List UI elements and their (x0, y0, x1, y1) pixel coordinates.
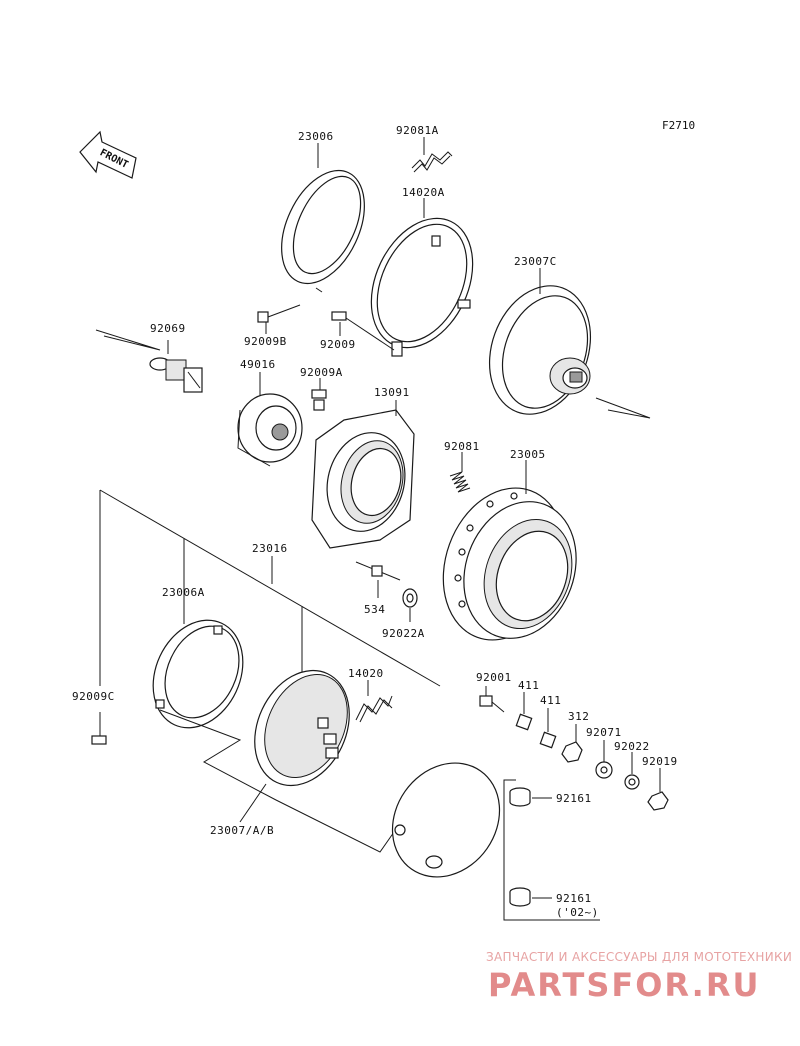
pin-534 (355, 561, 401, 581)
label-23007c: 23007C (514, 255, 557, 268)
mounting-ring-14020a (370, 217, 474, 357)
label-92001: 92001 (476, 671, 512, 684)
nut-312 (561, 741, 583, 763)
watermark-tagline: ЗАПЧАСТИ И АКСЕССУАРЫ ДЛЯ МОТОТЕХНИКИ (486, 950, 793, 964)
cap-92161-b (509, 887, 531, 907)
bolt-92001 (479, 695, 505, 713)
rim-23006a (152, 619, 244, 729)
assembly-line-lower (159, 709, 395, 853)
screw-92009 (331, 311, 395, 351)
holder-13091 (311, 409, 415, 549)
headlight-shell-23007c (488, 285, 592, 415)
clip-92081a (411, 151, 453, 173)
label-92071: 92071 (586, 726, 622, 739)
label-14020: 14020 (348, 667, 384, 680)
clip-14020 (355, 695, 393, 723)
washer-92071 (595, 761, 613, 779)
label-534: 534 (364, 603, 385, 616)
label-312: 312 (568, 710, 589, 723)
label-23006: 23006 (298, 130, 334, 143)
washer-92022a (402, 588, 418, 608)
label-92009c: 92009C (72, 690, 115, 703)
label-92022: 92022 (614, 740, 650, 753)
label-411-a: 411 (518, 679, 539, 692)
nut-411-a (515, 713, 533, 731)
label-92009b: 92009B (244, 335, 287, 348)
label-92081a: 92081A (396, 124, 439, 137)
label-92022a: 92022A (382, 627, 425, 640)
spring-92081 (449, 471, 471, 493)
assembly-line-top (99, 489, 441, 687)
rim-23006 (281, 169, 365, 293)
screw-92009a (311, 389, 327, 411)
label-411-b: 411 (540, 694, 561, 707)
label-92081: 92081 (444, 440, 480, 453)
label-13091: 13091 (374, 386, 410, 399)
label-92009a: 92009A (300, 366, 343, 379)
label-92069: 92069 (150, 322, 186, 335)
figure-code: F2710 (662, 119, 695, 132)
nut-411-b (539, 731, 557, 749)
bracket-92161 (503, 779, 600, 921)
cover-shell-lower (391, 762, 501, 878)
front-direction-arrow: FRONT (79, 130, 137, 179)
headlight-shell-23007-ab (254, 669, 350, 787)
label-92161-b: 92161 (556, 892, 592, 905)
screw-92009c (91, 735, 107, 745)
screw-92009b (257, 304, 301, 323)
lens-unit-23005 (442, 487, 577, 641)
socket-49016 (237, 393, 303, 467)
label-92161-a: 92161 (556, 792, 592, 805)
label-92009: 92009 (320, 338, 356, 351)
nut-92019 (647, 791, 669, 811)
label-23016: 23016 (252, 542, 288, 555)
label-92161-b-note: ('02~) (556, 906, 599, 919)
label-14020a: 14020A (402, 186, 445, 199)
label-23006a: 23006A (162, 586, 205, 599)
label-23007-ab: 23007/A/B (210, 824, 274, 837)
watermark-logo: PARTSFOR.RU (488, 966, 761, 1004)
washer-92022 (624, 774, 640, 790)
bulb-92069 (149, 357, 203, 393)
label-92019: 92019 (642, 755, 678, 768)
label-23005: 23005 (510, 448, 546, 461)
cap-92161-a (509, 787, 531, 807)
label-49016: 49016 (240, 358, 276, 371)
